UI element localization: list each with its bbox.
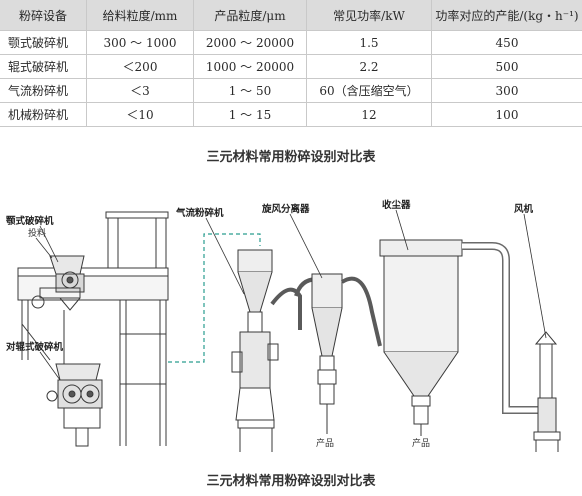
label-jaw-crusher: 颚式破碎机 <box>6 215 54 227</box>
cyclone-separator <box>311 273 343 434</box>
table-row: 颚式破碎机 300 ～ 1000 2000 ～ 20000 1.5 450 <box>0 30 582 55</box>
table-cell: 450 <box>431 30 582 55</box>
table-row: 辊式破碎机 ＜200 1000 ～ 20000 2.2 500 <box>0 54 582 79</box>
table-cell: 300 <box>431 78 582 103</box>
dust-collector <box>379 239 463 436</box>
fan <box>533 331 561 452</box>
label-fan: 风机 <box>514 203 534 215</box>
header-cell: 常见功率/kW <box>306 0 432 31</box>
table-cell: 1.5 <box>306 30 432 55</box>
table-caption: 三元材料常用粉碎设别对比表 <box>206 150 376 165</box>
process-flow-diagram: 颚式破碎机 投料 对辊式破碎机 气流粉碎机 旋风分离器 收尘器 风机 产品 产品 <box>6 199 561 452</box>
header-cell: 粉碎设备 <box>0 0 87 31</box>
table-cell: 1 ～ 15 <box>193 102 307 127</box>
table-row: 机械粉碎机 ＜10 1 ～ 15 12 100 <box>0 102 582 127</box>
table-cell: 辊式破碎机 <box>0 54 87 79</box>
label-cyclone: 旋风分离器 <box>261 203 310 215</box>
table-cell: 颚式破碎机 <box>0 30 87 55</box>
table-cell: 2.2 <box>306 54 432 79</box>
label-pointers <box>35 209 547 381</box>
equipment-comparison-table: 粉碎设备 给料粒度/mm 产品粒度/μm 常见功率/kW 功率对应的产能/(kg… <box>0 0 582 127</box>
table-cell: ＜200 <box>86 54 194 79</box>
table-cell: 12 <box>306 102 432 127</box>
header-cell: 产品粒度/μm <box>193 0 307 31</box>
steel-frame <box>17 211 169 446</box>
table-cell: 1000 ～ 20000 <box>193 54 307 79</box>
table-cell: 1 ～ 50 <box>193 78 307 103</box>
table-cell: 100 <box>431 102 582 127</box>
table-cell: 60（含压缩空气） <box>306 78 432 103</box>
table-cell: ＜10 <box>86 102 194 127</box>
table-row: 气流粉碎机 ＜3 1 ～ 50 60（含压缩空气） 300 <box>0 78 582 103</box>
table-cell: ＜3 <box>86 78 194 103</box>
jaw-crusher <box>31 255 85 311</box>
jet-mill <box>231 249 279 452</box>
label-roll-crusher: 对辊式破碎机 <box>6 341 64 353</box>
label-jet-mill: 气流粉碎机 <box>175 207 224 219</box>
header-cell: 功率对应的产能/(kg・h⁻¹) <box>431 0 582 31</box>
table-cell: 300 ～ 1000 <box>86 30 194 55</box>
table-cell: 2000 ～ 20000 <box>193 30 307 55</box>
label-feed: 投料 <box>28 227 46 239</box>
header-cell: 给料粒度/mm <box>86 0 194 31</box>
table-cell: 机械粉碎机 <box>0 102 87 127</box>
table-cell: 500 <box>431 54 582 79</box>
label-product-1: 产品 <box>316 437 334 449</box>
table-header-row: 粉碎设备 给料粒度/mm 产品粒度/μm 常见功率/kW 功率对应的产能/(kg… <box>0 0 582 31</box>
figure-caption: 三元材料常用粉碎设别对比表 <box>206 474 376 489</box>
label-product-2: 产品 <box>412 437 430 449</box>
roll-crusher <box>46 363 103 447</box>
label-dust-collector: 收尘器 <box>382 199 411 211</box>
table-cell: 气流粉碎机 <box>0 78 87 103</box>
